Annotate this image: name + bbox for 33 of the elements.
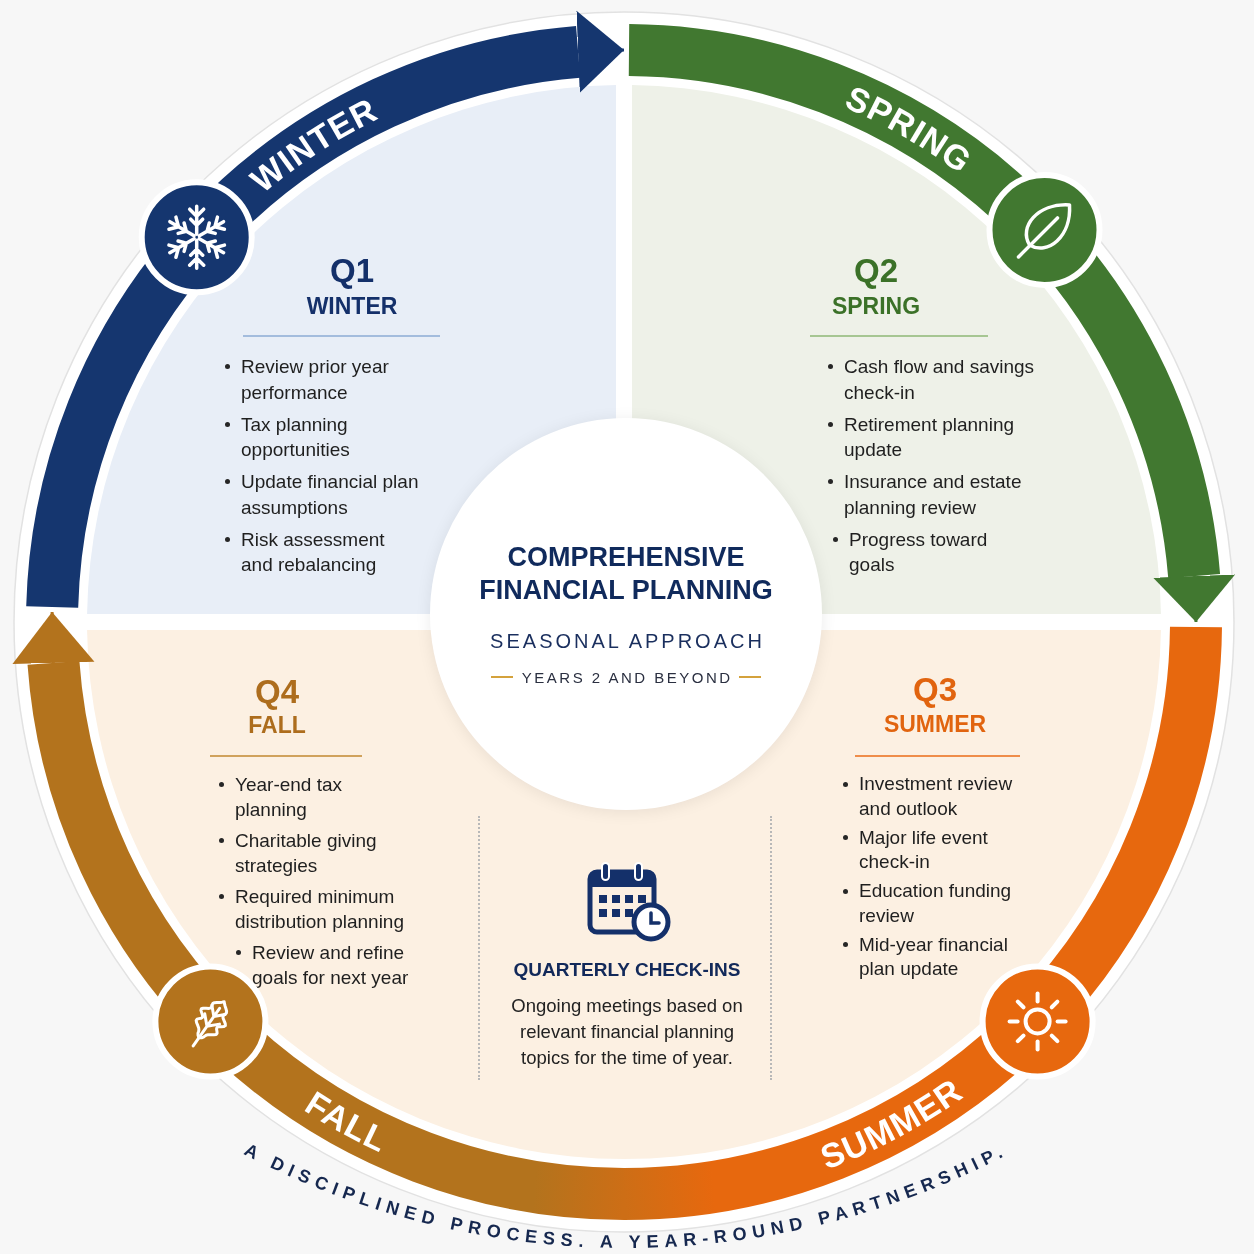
check-in-panel: [478, 816, 772, 1080]
season-heading: WINTER: [306, 293, 398, 319]
bullet-item: Major life event check-in: [840, 825, 989, 875]
bullet-item: Review and refine goals for next year: [233, 939, 410, 990]
arrowhead: [576, 10, 625, 93]
bullet-item: Cash flow and savings check-in: [825, 354, 1036, 405]
bullet-item: Update financial plan assumptions: [222, 469, 420, 520]
bullet-item: Insurance and estate planning review: [825, 469, 1023, 520]
main-heading: COMPREHENSIVE FINANCIAL PLANNING: [478, 541, 774, 607]
season-heading: SPRING: [831, 293, 921, 319]
arrowhead: [1153, 574, 1236, 623]
subheading: SEASONAL APPROACH: [490, 629, 765, 653]
bullet-item: Year-end tax planning: [216, 771, 344, 822]
season-heading: SUMMER: [883, 711, 987, 737]
bullet-item: Tax planning opportunities: [222, 411, 351, 463]
quarter-heading: Q3: [913, 671, 957, 709]
bullet-item: Charitable giving strategies: [216, 827, 378, 878]
bullet-item: Required minimum distribution planning: [216, 883, 406, 934]
season-heading: FALL: [248, 712, 306, 738]
quarter-heading: Q4: [255, 673, 299, 711]
description-text: Ongoing meetings based on relevant financial planning topics for the time of year.: [510, 994, 744, 1070]
bullet-item: Risk assessment and rebalancing: [222, 526, 386, 578]
bullet-item: Retirement planning update: [825, 411, 1016, 463]
arrowhead: [12, 611, 95, 664]
bullet-item: Progress toward goals: [830, 526, 989, 578]
bullet-item: Education funding review: [840, 879, 1013, 928]
section-heading: QUARTERLY CHECK-INS: [513, 959, 741, 981]
bullet-item: Review prior year performance: [222, 354, 390, 405]
bullet-item: Investment review and outlook: [840, 772, 1014, 821]
quarter-heading: Q2: [854, 252, 898, 290]
quarter-heading: Q1: [330, 252, 374, 290]
bullet-item: Mid-year financial plan update: [840, 932, 1009, 982]
tagline-text: YEARS 2 AND BEYOND: [521, 668, 733, 686]
